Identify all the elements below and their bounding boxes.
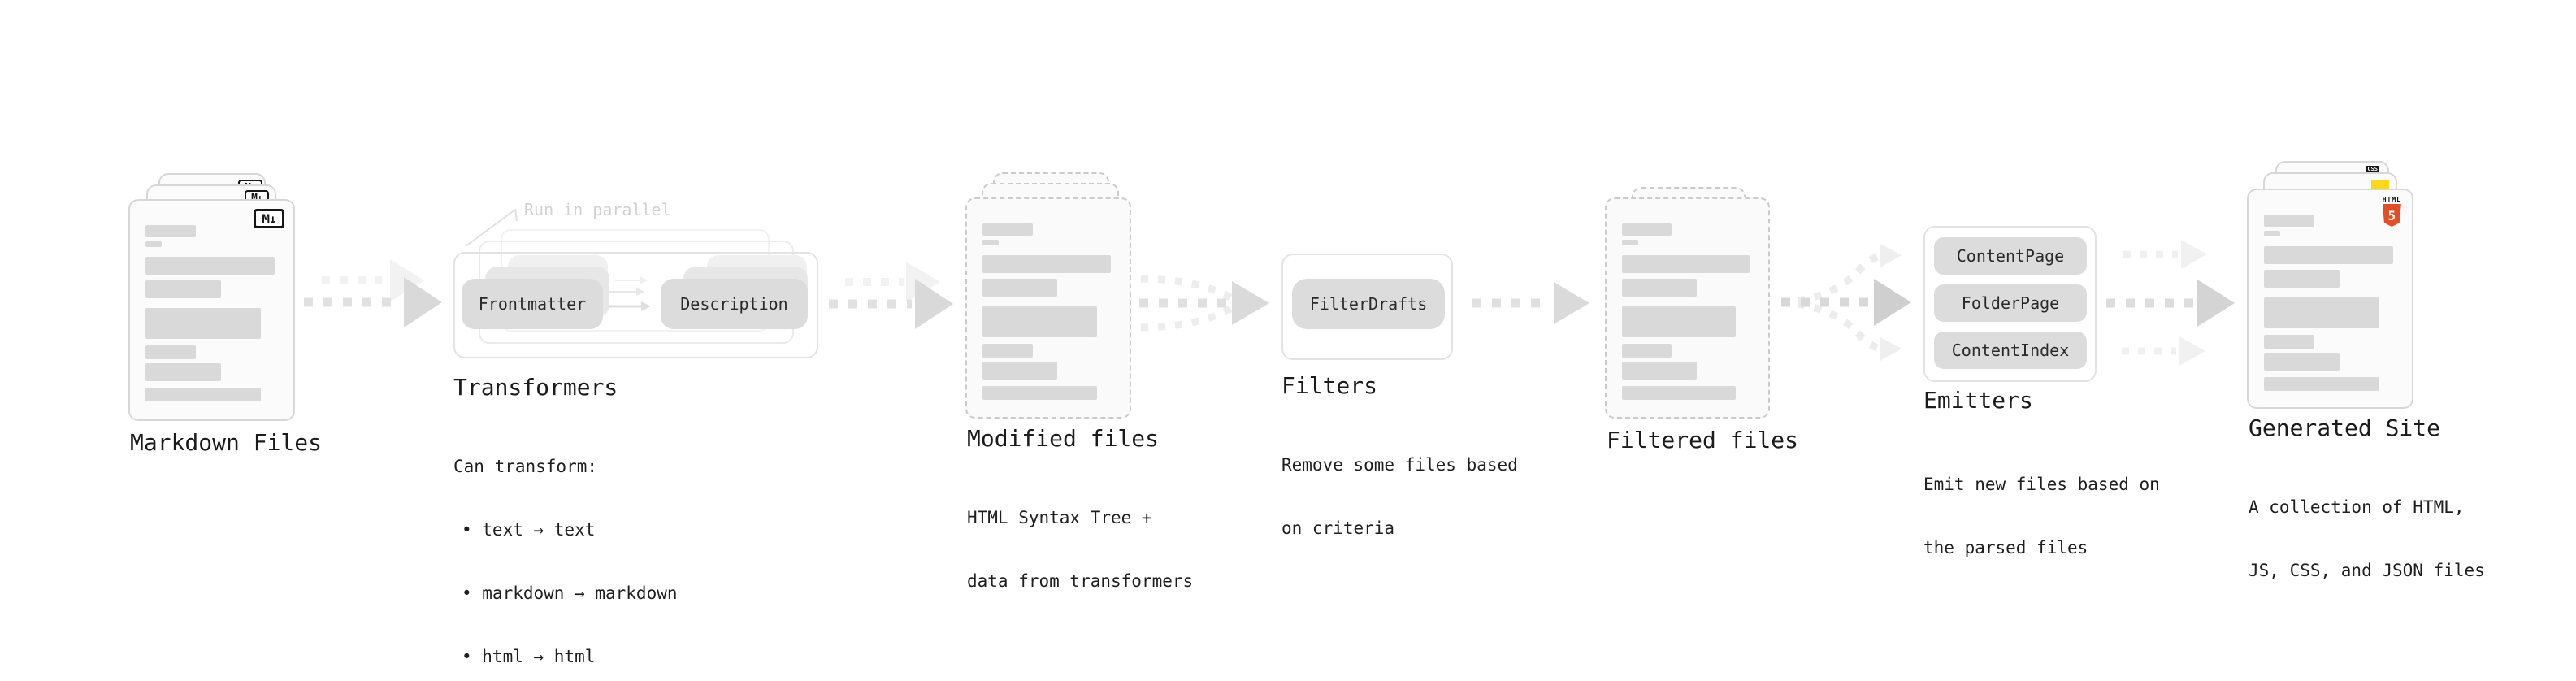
description-pill: Description bbox=[661, 279, 808, 329]
modified-file-card bbox=[965, 197, 1131, 419]
frontmatter-pill: Frontmatter bbox=[462, 279, 603, 329]
markdown-icon: M↓ bbox=[254, 209, 284, 228]
stage-title-modified-files: Modified files bbox=[967, 425, 1160, 452]
generated-html-file-card: HTML 5 bbox=[2247, 189, 2413, 409]
transformers-description: Can transform: • text → text • markdown … bbox=[453, 414, 678, 681]
placeholder-bar bbox=[145, 345, 196, 359]
filters-desc-line: Remove some files based bbox=[1281, 455, 1518, 475]
placeholder-bar bbox=[145, 241, 163, 247]
generated-site-description: A collection of HTML, JS, CSS, and JSON … bbox=[2249, 454, 2485, 623]
transformers-bullet: • markdown → markdown bbox=[462, 583, 678, 603]
transformers-bullet: • html → html bbox=[462, 647, 596, 666]
placeholder-bar bbox=[2264, 335, 2314, 349]
file-content-placeholder bbox=[145, 201, 278, 401]
arrow-filters-to-filtered bbox=[1472, 282, 1589, 324]
placeholder-bar bbox=[982, 279, 1058, 297]
emitters-desc-line: the parsed files bbox=[1923, 538, 2088, 557]
placeholder-bar bbox=[2264, 270, 2340, 288]
placeholder-bar bbox=[145, 388, 261, 401]
placeholder-bar bbox=[2264, 377, 2379, 391]
filters-description: Remove some files based on criteria bbox=[1281, 412, 1518, 581]
placeholder-bar bbox=[1622, 344, 1672, 358]
html5-icon-label: HTML bbox=[2382, 196, 2401, 203]
placeholder-bar bbox=[1622, 223, 1672, 236]
placeholder-bar bbox=[1622, 306, 1737, 337]
arrow-filtered-to-emitters bbox=[1781, 244, 1911, 361]
stage-title-transformers: Transformers bbox=[453, 374, 618, 401]
modified-files-description: HTML Syntax Tree + data from transformer… bbox=[967, 465, 1193, 634]
placeholder-bar bbox=[982, 255, 1111, 273]
css-icon-label: CSS bbox=[2366, 166, 2379, 173]
placeholder-bar bbox=[145, 363, 221, 381]
html5-icon-number: 5 bbox=[2387, 207, 2396, 223]
generated-site-desc-line: JS, CSS, and JSON files bbox=[2249, 561, 2485, 580]
stage-title-filters: Filters bbox=[1281, 372, 1378, 399]
placeholder-bar bbox=[1622, 255, 1750, 273]
placeholder-bar bbox=[2264, 231, 2281, 236]
html5-icon-shield: 5 bbox=[2382, 204, 2401, 227]
placeholder-bar bbox=[145, 280, 221, 298]
placeholder-bar bbox=[1622, 240, 1639, 245]
arrow-markdown-to-transformers bbox=[304, 259, 442, 327]
stage-title-filtered-files: Filtered files bbox=[1607, 427, 1799, 453]
markdown-file-card: M↓ bbox=[128, 199, 295, 421]
transformers-bullet: • text → text bbox=[462, 520, 596, 540]
file-content-placeholder bbox=[2264, 190, 2396, 391]
emitters-desc-line: Emit new files based on bbox=[1923, 475, 2160, 494]
js-icon bbox=[2371, 180, 2389, 190]
stage-title-markdown-files: Markdown Files bbox=[130, 429, 323, 456]
contentpage-pill: ContentPage bbox=[1934, 237, 2087, 275]
placeholder-bar bbox=[2264, 297, 2379, 328]
arrow-transformers-to-modified bbox=[829, 262, 953, 329]
placeholder-bar bbox=[1622, 362, 1697, 380]
placeholder-bar bbox=[982, 306, 1097, 337]
placeholder-bar bbox=[145, 308, 261, 339]
filters-desc-line: on criteria bbox=[1281, 518, 1395, 538]
contentindex-pill: ContentIndex bbox=[1934, 332, 2087, 369]
placeholder-bar bbox=[982, 386, 1097, 400]
arrow-modified-to-filters bbox=[1139, 275, 1269, 332]
transformers-frame bbox=[453, 252, 818, 358]
stage-title-generated-site: Generated Site bbox=[2249, 414, 2441, 441]
generated-site-desc-line: A collection of HTML, bbox=[2249, 497, 2465, 517]
placeholder-bar bbox=[2264, 353, 2340, 371]
emitters-description: Emit new files based on the parsed files bbox=[1923, 432, 2160, 601]
placeholder-bar bbox=[1622, 279, 1697, 297]
filterdrafts-pill: FilterDrafts bbox=[1292, 279, 1445, 329]
file-content-placeholder bbox=[1622, 199, 1753, 400]
modified-files-desc-line: data from transformers bbox=[967, 571, 1194, 591]
placeholder-bar bbox=[982, 223, 1033, 236]
placeholder-bar bbox=[2264, 215, 2314, 227]
placeholder-bar bbox=[145, 257, 275, 275]
stage-title-emitters: Emitters bbox=[1923, 387, 2033, 414]
transformers-desc-heading: Can transform: bbox=[453, 457, 598, 476]
placeholder-bar bbox=[145, 225, 196, 237]
arrow-emitters-to-generated bbox=[2106, 240, 2235, 366]
placeholder-bar bbox=[1622, 386, 1737, 400]
filtered-file-card bbox=[1605, 197, 1770, 419]
file-content-placeholder bbox=[982, 199, 1114, 400]
placeholder-bar bbox=[2264, 246, 2393, 264]
modified-files-desc-line: HTML Syntax Tree + bbox=[967, 508, 1152, 527]
run-in-parallel-note: Run in parallel bbox=[524, 200, 671, 219]
placeholder-bar bbox=[982, 362, 1058, 380]
html5-icon: HTML 5 bbox=[2383, 196, 2401, 227]
folderpage-pill: FolderPage bbox=[1934, 284, 2087, 322]
placeholder-bar bbox=[982, 344, 1033, 358]
placeholder-bar bbox=[982, 240, 1000, 245]
